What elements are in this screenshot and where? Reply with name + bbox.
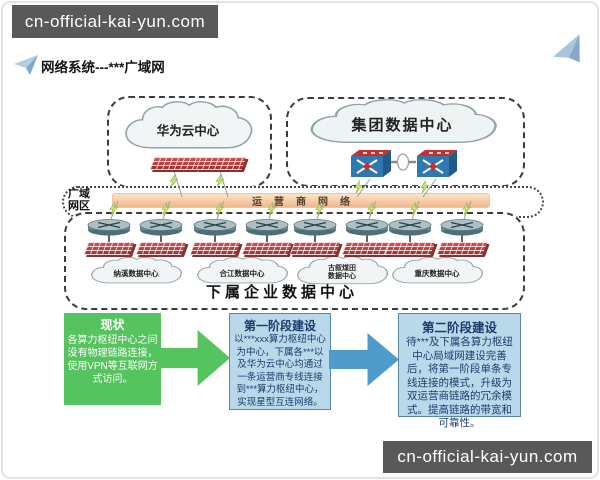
router-icon xyxy=(139,219,183,236)
firewall-icon xyxy=(289,242,341,255)
router-icon xyxy=(193,219,237,236)
phase-current-title: 现状 xyxy=(100,318,125,332)
carrier-network-bar: 运营商网络 xyxy=(112,193,490,208)
firewall-icon xyxy=(83,242,135,255)
site-label: 古叙煤田 数据中心 xyxy=(292,264,392,280)
watermark-top: cn-official-kai-yun.com xyxy=(12,5,218,38)
site-label-line2: 数据中心 xyxy=(328,272,356,280)
cloud-icon: 古叙煤田 数据中心 xyxy=(292,256,392,288)
site-label: 重庆数据中心 xyxy=(414,269,460,278)
core-switch-icon xyxy=(417,150,457,177)
firewall-icon xyxy=(436,242,488,255)
router-icon xyxy=(87,219,131,236)
wan-zone-label: 广域 网区 xyxy=(68,188,90,212)
core-switch-icon xyxy=(351,150,391,177)
phase-two-title: 第二阶段建设 xyxy=(421,321,497,335)
firewall-icon xyxy=(149,157,201,170)
phase-one-body: 以***xxx算力枢纽中心为中心，下属各***以及华为云中心均通过一条运营商专线… xyxy=(234,334,326,408)
watermark-bottom: cn-official-kai-yun.com xyxy=(383,441,592,473)
phase-two-box: 第二阶段建设 待***及下属各算力枢纽中心局域网建设完善后，将第一阶段单条专线连… xyxy=(398,313,521,429)
router-icon xyxy=(440,219,484,236)
huawei-cloud-label: 华为云中心 xyxy=(156,124,220,138)
arrow-right-green-icon xyxy=(158,330,230,386)
router-icon xyxy=(388,219,432,236)
cloud-icon: 重庆数据中心 xyxy=(387,257,487,287)
phase-current-box: 现状 各算力枢纽中心之间没有物理链路连接，使用VPN等互联网方式访问。 xyxy=(64,313,161,405)
cloud-icon: 华为云中心 xyxy=(118,101,258,155)
site-label: 合江数据中心 xyxy=(219,269,265,278)
arrow-right-blue-icon xyxy=(329,333,399,386)
page-title: 网络系统---***广域网 xyxy=(41,60,165,75)
cloud-icon: 合江数据中心 xyxy=(192,257,292,287)
firewall-icon xyxy=(241,242,293,255)
cloud-icon: 集团数据中心 xyxy=(300,99,505,149)
paper-plane-icon xyxy=(14,55,38,75)
carrier-network-label: 运营商网络 xyxy=(252,197,362,208)
firewall-icon xyxy=(189,242,241,255)
site-label: 纳溪数据中心 xyxy=(113,269,159,278)
firewall-icon xyxy=(384,242,436,255)
router-icon xyxy=(345,219,389,236)
wan-zone-label-line1: 广域 xyxy=(68,188,90,200)
site-label-line1: 古叙煤田 xyxy=(328,264,356,272)
firewall-icon xyxy=(195,157,247,170)
router-icon xyxy=(245,219,289,236)
paper-plane-icon xyxy=(553,34,580,63)
phase-one-box: 第一阶段建设 以***xxx算力枢纽中心为中心，下属各***以及华为云中心均通过… xyxy=(229,313,331,410)
cloud-icon: 纳溪数据中心 xyxy=(86,257,186,287)
phase-one-title: 第一阶段建设 xyxy=(243,319,316,333)
wan-zone-label-line2: 网区 xyxy=(68,200,90,212)
phase-two-body: 待***及下属各算力枢纽中心局域网建设完善后，将第一阶段单条专线连接的模式，升级… xyxy=(406,336,513,429)
group-dc-label: 集团数据中心 xyxy=(351,118,454,134)
firewall-icon xyxy=(135,242,187,255)
phase-current-body: 各算力枢纽中心之间没有物理链路连接，使用VPN等互联网方式访问。 xyxy=(67,335,158,385)
sites-caption: 下属企业数据中心 xyxy=(206,285,359,301)
router-icon xyxy=(293,219,337,236)
